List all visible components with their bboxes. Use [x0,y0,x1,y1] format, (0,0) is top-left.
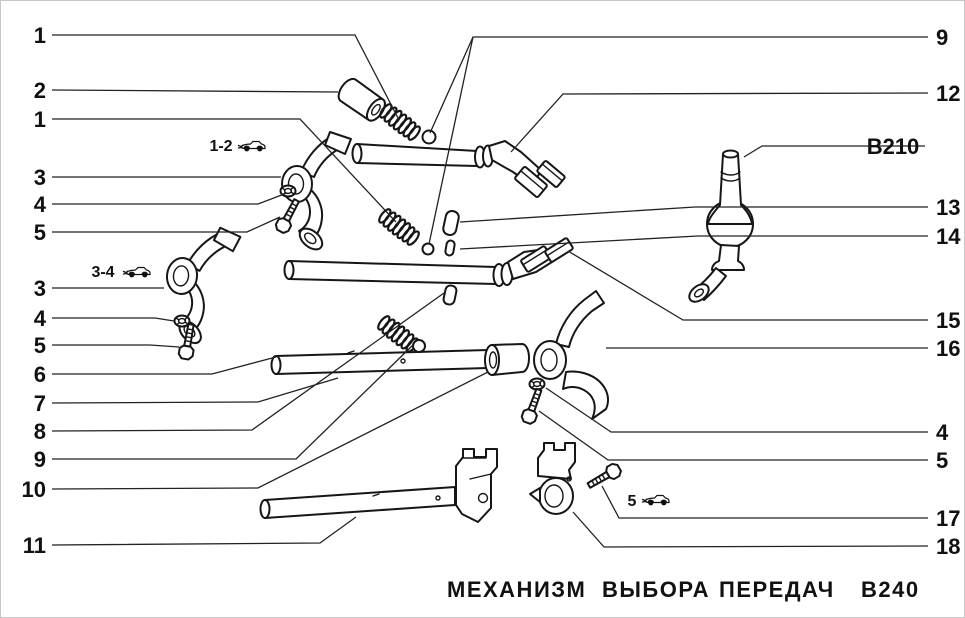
leader-5-upper [52,216,281,233]
washer-fork-3-4 [173,314,191,328]
callout-right-03: B210 [867,134,920,159]
callout-left-09: 5 [34,333,46,358]
callout-right-05: 14 [936,224,961,249]
rod-bushing [484,343,530,376]
callout-right-08: 4 [936,420,949,445]
leader-4-mid [52,317,175,322]
shift-rod-middle [283,260,514,287]
reverse-lever-block [529,442,576,515]
shift-head-middle [507,237,574,280]
washer-fork-5th [528,377,546,391]
interlock-pin-upper [442,210,460,236]
shift-fork-5th [533,290,609,420]
interlock-pin-small [444,239,456,257]
callout-left-04: 3 [34,165,46,190]
callout-left-11: 7 [34,391,46,416]
leader-14 [459,235,928,250]
leader-5-mid [52,344,180,348]
gear-position-label-1-2: 1-2 [209,138,266,155]
gear-label-text-5: 5 [628,493,637,510]
caption-word-3: ПЕРЕДАЧ [719,577,835,602]
interlock-pin-lower [442,284,458,306]
callout-right-06: 15 [936,308,960,333]
gear-label-text-3-4: 3-4 [91,264,114,281]
callout-labels-right: 9 12 B210 13 14 15 16 4 5 17 18 [867,25,962,559]
selector-bracket [455,448,498,523]
callout-right-10: 17 [936,506,960,531]
leader-1-lower [52,118,397,223]
leader-12 [510,92,929,153]
caption-word-2: ВЫБОРА [602,577,710,602]
callout-left-02: 2 [34,78,46,103]
caption: МЕХАНИЗМ ВЫБОРА ПЕРЕДАЧ В240 [447,577,920,602]
callout-left-08: 4 [34,306,47,331]
callout-left-03: 1 [34,107,46,132]
leader-b210 [743,145,925,158]
leader-4-right [545,387,928,433]
callout-left-05: 4 [34,192,47,217]
callout-right-09: 5 [936,448,948,473]
leader-13 [459,206,928,223]
leader-18 [572,511,929,548]
leader-9-left [52,344,414,460]
callout-right-07: 16 [936,336,960,361]
callout-left-06: 5 [34,220,46,245]
leader-6 [52,356,277,375]
callout-left-13: 9 [34,447,46,472]
callout-left-07: 3 [34,276,46,301]
callout-left-14: 10 [22,477,46,502]
leader-4-upper [52,192,288,205]
detent-ball-middle [421,242,435,256]
caption-word-1: МЕХАНИЗМ [447,577,586,602]
leader-15 [567,250,928,321]
callout-right-02: 12 [936,81,960,106]
callout-right-04: 13 [936,195,960,220]
detent-ball-upper [421,129,437,145]
leader-5-right [538,410,928,461]
shift-head-top [488,140,566,198]
leader-11 [51,516,357,546]
leader-9-right-b [428,36,474,245]
callout-left-01: 1 [34,23,46,48]
leader-7 [51,377,339,404]
detent-ball-lower [412,339,426,353]
callout-right-01: 9 [936,25,948,50]
callout-labels-left: 1 2 1 3 4 5 3 4 5 6 7 8 9 10 11 [22,23,47,558]
leader-1-upper [52,34,399,119]
callout-left-15: 11 [23,533,46,558]
gear-position-label-5: 5 [628,493,670,510]
leader-lines [51,34,929,548]
caption-drawing-code: В240 [861,577,920,602]
leader-8 [51,292,445,432]
leader-10 [51,371,489,490]
leader-2 [51,89,339,93]
leader-17 [601,485,928,519]
callout-right-11: 18 [936,534,960,559]
gear-label-text-1-2: 1-2 [209,138,232,155]
gear-position-label-3-4: 3-4 [91,264,151,281]
callout-left-10: 6 [34,362,46,387]
callout-left-12: 8 [34,419,46,444]
